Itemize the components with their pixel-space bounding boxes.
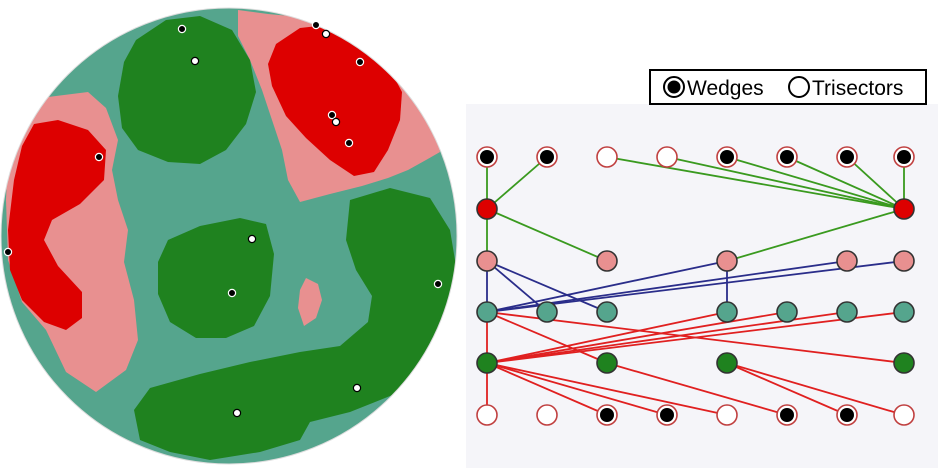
graph-edge	[606, 156, 905, 210]
wedge-node-core	[540, 150, 554, 164]
map-trisector-point	[190, 56, 200, 66]
wedge-node-core	[480, 150, 494, 164]
graph-edge	[486, 362, 728, 416]
graph-edge	[486, 362, 608, 416]
map-trisector-point	[352, 383, 362, 393]
light-red-node	[893, 250, 915, 272]
graph-edge	[786, 156, 905, 210]
dark-green-node	[716, 352, 738, 374]
legend-trisector-marker	[788, 76, 810, 98]
trisector-node	[596, 146, 618, 168]
wedge-node-core	[897, 150, 911, 164]
graph-edge	[486, 260, 608, 313]
map-wedge-point	[433, 279, 443, 289]
graph-nodes	[476, 146, 915, 426]
map-wedge-point	[344, 138, 354, 148]
trisector-node	[536, 404, 558, 426]
trisector-node	[656, 146, 678, 168]
trisector-node	[716, 404, 738, 426]
dark-green-node	[893, 352, 915, 374]
dark-green-node	[476, 352, 498, 374]
teal-node	[836, 301, 858, 323]
graph-edge	[486, 260, 905, 313]
wedge-node-core	[780, 150, 794, 164]
dark-green-node	[596, 352, 618, 374]
graph-edge	[486, 260, 728, 313]
dark-red-node	[476, 198, 498, 220]
wedge-node-core	[600, 408, 614, 422]
light-red-node	[836, 250, 858, 272]
teal-node	[776, 301, 798, 323]
green-region-right	[134, 188, 457, 460]
graph-edge	[606, 362, 788, 416]
legend-trisectors-label: Trisectors	[812, 77, 903, 100]
graph-edge	[726, 362, 848, 416]
teal-node	[596, 301, 618, 323]
wedge-node-core	[840, 150, 854, 164]
teal-node	[893, 301, 915, 323]
teal-node	[716, 301, 738, 323]
graph-edge	[486, 362, 668, 416]
map-trisector-point	[331, 117, 341, 127]
light-red-node	[476, 250, 498, 272]
wedge-node-core	[720, 150, 734, 164]
graph-edge	[486, 311, 728, 364]
graph-edge	[486, 311, 608, 364]
graph-panel	[466, 104, 938, 468]
region-map	[0, 7, 458, 465]
legend: Wedges Trisectors	[649, 69, 927, 105]
trisector-node	[476, 404, 498, 426]
graph-edge	[486, 208, 608, 262]
map-wedge-point	[355, 57, 365, 67]
map-trisector-point	[247, 234, 257, 244]
teal-node	[476, 301, 498, 323]
graph-edge	[726, 156, 905, 210]
map-wedge-point	[177, 24, 187, 34]
light-red-node	[596, 250, 618, 272]
map-wedge-point	[311, 20, 321, 30]
map-wedge-point	[227, 288, 237, 298]
map-wedge-point	[94, 152, 104, 162]
graph-edge	[666, 156, 905, 210]
light-red-patch	[298, 278, 322, 326]
graph-edge	[486, 311, 905, 364]
trisector-node	[893, 404, 915, 426]
map-outline	[0, 7, 458, 465]
green-region-center	[158, 218, 274, 338]
teal-node	[536, 301, 558, 323]
graph-edge	[726, 208, 905, 262]
dark-red-region-top	[268, 24, 402, 176]
map-wedge-point	[327, 110, 337, 120]
wedge-node-core	[780, 408, 794, 422]
dark-red-node	[893, 198, 915, 220]
wedge-node-core	[840, 408, 854, 422]
green-region-top	[118, 16, 256, 164]
graph-edge	[846, 156, 905, 210]
dark-red-region-left	[8, 120, 106, 330]
legend-wedge-marker-core	[667, 80, 681, 94]
graph-edge	[486, 311, 788, 364]
wedge-node-core	[660, 408, 674, 422]
graph-edge	[726, 362, 905, 416]
map-wedge-point	[3, 247, 13, 257]
map-trisector-point	[321, 29, 331, 39]
map-trisector-point	[232, 408, 242, 418]
light-red-node	[716, 250, 738, 272]
legend-wedges-label: Wedges	[687, 77, 764, 100]
graph-edge	[486, 260, 548, 313]
map-points	[3, 20, 443, 418]
graph-edge	[486, 156, 548, 210]
